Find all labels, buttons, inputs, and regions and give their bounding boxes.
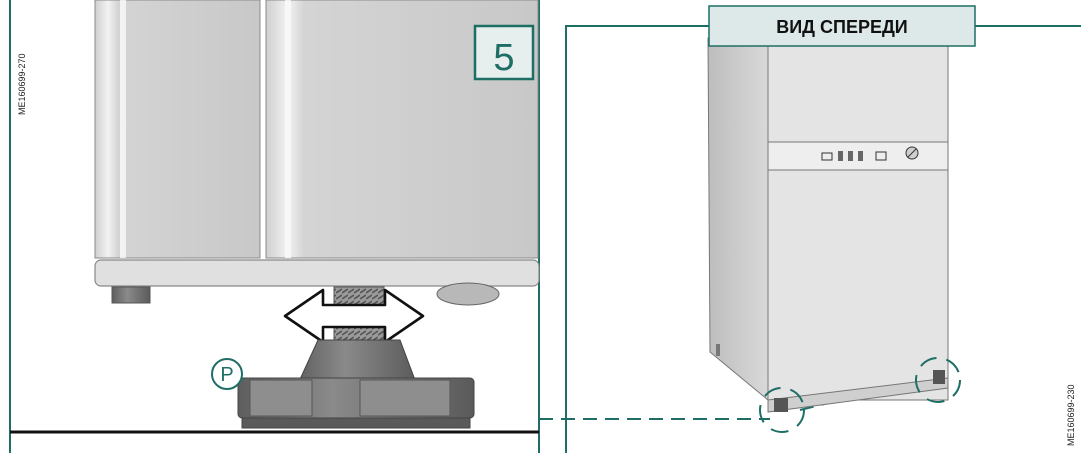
- part-label-circle-icon: [211, 358, 243, 390]
- fridge-doors-closeup: [94, 0, 539, 259]
- part-label: P: [220, 364, 233, 386]
- fridge-base-plinth: [94, 259, 540, 287]
- adjustable-foot: [237, 339, 475, 429]
- view-title: ВИД СПЕРЕДИ: [776, 17, 907, 37]
- step-number: 5: [493, 37, 514, 79]
- front-view-frame: [565, 25, 712, 453]
- round-foot: [436, 282, 500, 306]
- front-foot-highlight-icon: [759, 387, 805, 433]
- detail-panel: P 5: [9, 0, 540, 453]
- fixed-foot: [111, 286, 151, 304]
- left-image-code: ME160699-270: [17, 53, 27, 115]
- refrigerator-front-view: [707, 37, 949, 413]
- step-number-box: [473, 24, 535, 81]
- adjust-arrow-icon: [283, 288, 425, 344]
- rear-foot-highlight-icon: [915, 357, 961, 403]
- right-image-code: ME160699-230: [1066, 384, 1076, 446]
- front-view-panel: ВИД СПЕРЕДИ: [565, 5, 1081, 453]
- view-title-box: [708, 5, 976, 47]
